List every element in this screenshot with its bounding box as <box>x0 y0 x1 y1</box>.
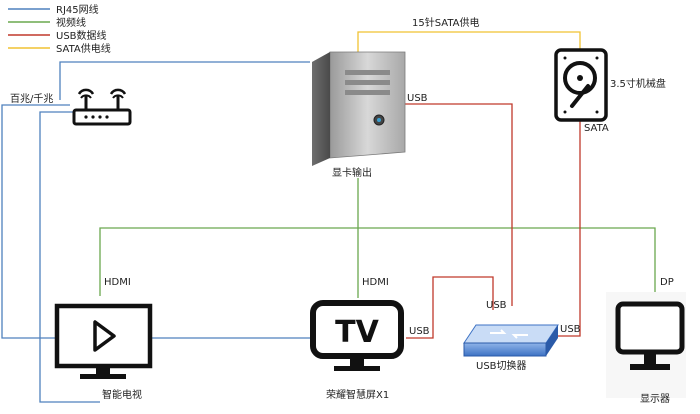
rj45-cables <box>1 61 312 403</box>
usb-cables <box>400 103 581 339</box>
router-speed-label: 百兆/千兆 <box>10 93 53 105</box>
screen-hdmi-label: HDMI <box>362 277 389 288</box>
sata-power-cable <box>357 31 581 54</box>
legend-label-rj45: RJ45网线 <box>56 3 99 16</box>
hdd-label: 3.5寸机械盘 <box>610 77 666 90</box>
router-icon <box>72 88 132 126</box>
legend-label-video: 视频线 <box>56 16 86 29</box>
rj45-router-to-screen <box>1 104 312 339</box>
smart-tv-label: 智能电视 <box>102 388 142 401</box>
tv-logo-text: TV <box>335 315 379 350</box>
tv-hdmi-label: HDMI <box>104 277 131 288</box>
screen-usb-label: USB <box>409 326 430 337</box>
pc-tower-icon <box>312 51 406 166</box>
video-cables <box>99 178 656 298</box>
rj45-router-to-pc <box>59 61 310 100</box>
switch-usb-top-label: USB <box>486 300 507 311</box>
sata-label: SATA <box>584 123 609 134</box>
tv-screen-icon: TV <box>310 300 404 371</box>
legend-label-usb: USB数据线 <box>56 29 107 42</box>
gpu-output-label: 显卡输出 <box>332 166 372 179</box>
rj45-router-to-tv <box>39 111 100 403</box>
monitor-label: 显示器 <box>640 393 670 405</box>
usb-switch-to-monitor <box>555 120 581 337</box>
usb-pc-to-switch <box>400 103 513 306</box>
monitor-dp-label: DP <box>660 277 674 288</box>
legend: RJ45网线 视频线 USB数据线 SATA供电线 <box>8 3 111 55</box>
usb-screen-to-switch <box>406 276 494 339</box>
smart-screen-label: 荣耀智慧屏X1 <box>326 388 389 401</box>
sata-power-label: 15针SATA供电 <box>412 16 480 29</box>
usb-switch-label: USB切换器 <box>476 359 527 372</box>
switch-usb-right-label: USB <box>560 324 581 335</box>
monitor-icon <box>606 292 686 398</box>
usb-switch-icon <box>463 324 559 357</box>
legend-label-sata: SATA供电线 <box>56 42 111 55</box>
video-bus <box>99 227 656 296</box>
smart-tv-play-icon <box>54 303 153 379</box>
pc-usb-label: USB <box>407 93 428 104</box>
hard-disk-icon <box>554 48 608 122</box>
